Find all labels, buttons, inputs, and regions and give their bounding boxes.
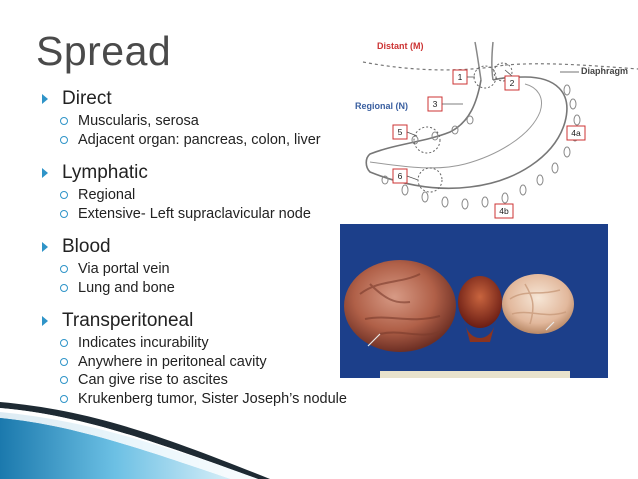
sub-item: Regional (40, 186, 420, 205)
heading-text: Blood (62, 236, 111, 257)
sub-item: Adjacent organ: pancreas, colon, liver (40, 131, 420, 150)
section-heading: Direct (40, 88, 420, 110)
heading-text: Direct (62, 88, 112, 109)
section-heading: Blood (40, 236, 420, 258)
circle-bullet-icon (60, 357, 68, 366)
lymph-node-markers (381, 84, 581, 210)
sub-item: Krukenberg tumor, Sister Joseph’s nodule (40, 390, 420, 409)
section-heading: Lymphatic (40, 162, 420, 184)
sub-item-text: Via portal vein (78, 261, 170, 277)
arrow-bullet-icon (42, 94, 48, 104)
sub-item-text: Regional (78, 187, 136, 203)
arrow-bullet-icon (42, 316, 48, 326)
section-lymphatic: Lymphatic Regional Extensive- Left supra… (40, 162, 420, 223)
circle-bullet-icon (60, 191, 68, 200)
left-ovary-specimen (344, 260, 456, 352)
sub-item-text: Indicates incurability (78, 335, 209, 351)
regional-label: Regional (N) (355, 101, 408, 111)
stomach-outline (365, 76, 568, 190)
heading-text: Transperitoneal (62, 310, 194, 331)
diaphragm-label: Diaphragm (581, 66, 628, 76)
sub-item-text: Anywhere in peritoneal cavity (78, 353, 267, 370)
sub-item: Via portal vein (40, 260, 420, 279)
station-label-4b: 4b (499, 206, 509, 216)
sub-item-text: Lung and bone (78, 279, 175, 296)
circle-bullet-icon (60, 135, 68, 144)
sub-item: Can give rise to ascites (40, 371, 420, 390)
sub-item-text: Muscularis, serosa (78, 113, 199, 129)
esophagus (474, 41, 494, 81)
station-connectors (406, 69, 513, 181)
sub-item-text: Extensive- Left supraclavicular node (78, 205, 311, 222)
station-label-1: 1 (458, 72, 463, 82)
sub-item: Indicates incurability (40, 334, 420, 353)
sub-item: Lung and bone (40, 279, 420, 298)
section-blood: Blood Via portal vein Lung and bone (40, 236, 420, 297)
station-label-3: 3 (433, 99, 438, 109)
heading-text: Lymphatic (62, 162, 148, 183)
section-direct: Direct Muscularis, serosa Adjacent organ… (40, 88, 420, 149)
arrow-bullet-icon (42, 168, 48, 178)
uterus-specimen (458, 276, 502, 342)
krukenberg-specimen-photo (340, 224, 608, 378)
right-ovary-specimen (502, 274, 574, 334)
sub-item-text: Krukenberg tumor, Sister Joseph’s nodule (78, 390, 347, 407)
slide-title: Spread (36, 28, 172, 74)
section-transperitoneal: Transperitoneal Indicates incurability A… (40, 310, 420, 408)
bullet-list: Direct Muscularis, serosa Adjacent organ… (40, 88, 420, 408)
station-boxes (392, 69, 586, 219)
circle-bullet-icon (60, 265, 68, 274)
circle-bullet-icon (60, 376, 68, 385)
circle-bullet-icon (60, 339, 68, 348)
circle-bullet-icon (60, 117, 68, 126)
circle-bullet-icon (60, 209, 68, 218)
station-label-4a: 4a (571, 128, 581, 138)
circle-bullet-icon (60, 283, 68, 292)
stomach-lymph-node-diagram: 1 2 3 4a 5 6 4b Distant (M) Regional (N)… (355, 41, 638, 219)
sub-item: Anywhere in peritoneal cavity (40, 353, 420, 372)
decorative-swoosh (0, 402, 270, 479)
station-label-6: 6 (398, 171, 403, 181)
pointer-arrows (367, 321, 555, 347)
arrow-bullet-icon (42, 242, 48, 252)
sub-item: Muscularis, serosa (40, 112, 420, 131)
station-label-5: 5 (398, 127, 403, 137)
distant-label: Distant (M) (377, 41, 424, 51)
station-label-2: 2 (510, 78, 515, 88)
section-heading: Transperitoneal (40, 310, 420, 332)
sub-item-text: Adjacent organ: pancreas, colon, liver (78, 131, 321, 148)
sub-item: Extensive- Left supraclavicular node (40, 205, 420, 224)
scale-ruler (380, 371, 570, 378)
sub-item-text: Can give rise to ascites (78, 372, 228, 388)
circle-bullet-icon (60, 394, 68, 403)
